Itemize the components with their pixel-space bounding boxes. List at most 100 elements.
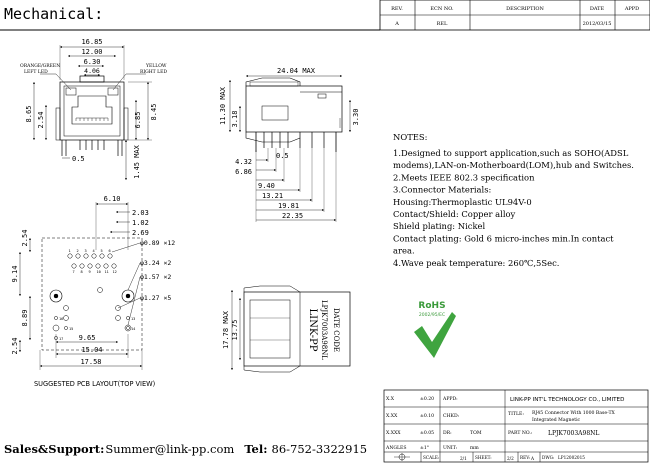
dim-9-65: 9.65 (79, 334, 96, 342)
appd-label: APPD: (442, 396, 458, 402)
pcb-pin-hole (79, 263, 85, 269)
pcb-pin-hole (103, 263, 109, 269)
dim-11-30-max: 11.30 MAX (219, 86, 227, 125)
note-line: Shield plating: Nickel (393, 221, 486, 231)
footer-colon-1: : (100, 442, 104, 456)
pcb-layout (19, 202, 143, 370)
page-title: Mechanical: (4, 5, 103, 23)
pcb-pin-hole (126, 316, 130, 320)
dim-pcb-2-54-bottom: 2.54 (11, 338, 19, 355)
unit-label: UNIT: (443, 445, 458, 451)
svg-text:Sales&Support:Summer@link-pp.c: Sales&Support:Summer@link-pp.comTel:86-7… (4, 442, 367, 456)
dim-4-32: 4.32 (235, 158, 252, 166)
title-value-2: Integrated Magnetic (532, 417, 581, 423)
scale-label: SCALE: (423, 455, 439, 460)
dim-13-21: 13.21 (262, 192, 283, 200)
dim-3-30: 3.30 (352, 109, 360, 126)
sheet-label: SHEET: (475, 455, 492, 460)
pcb-pin-hole (64, 326, 68, 330)
led-right-name: RIGHT LED (140, 69, 167, 75)
dim-side-0-5: 0.5 (276, 152, 289, 160)
notes: NOTES: 1.Designed to support application… (393, 132, 634, 268)
note-line: 1.Designed to support application,such a… (393, 148, 629, 158)
footer-email[interactable]: Summer@link-pp.com (105, 442, 234, 456)
rohs-sub: 2002/95/EC (419, 312, 445, 318)
dim-13-75: 13.75 (231, 319, 239, 340)
pcb-pin-number: 12 (113, 270, 117, 274)
dim-4-06: 4.06 (84, 67, 100, 75)
rev-row-date: 2012/03/15 (583, 21, 612, 27)
rev-value: A (530, 456, 535, 461)
pcb-pin-number: 14 (131, 327, 135, 331)
tol-0-label: X.X (386, 396, 395, 402)
rohs-badge: RoHS 2002/95/EC (412, 296, 456, 360)
pcb-pin-number: 13 (131, 317, 135, 321)
pcb-pin-number: 1 (69, 249, 71, 253)
note-line: 2.Meets IEEE 802.3 specification (393, 172, 535, 182)
pcb-pin-number: 5 (101, 249, 103, 253)
front-view (33, 45, 152, 180)
dim-8-65: 8.65 (25, 106, 33, 123)
header: Mechanical: (0, 5, 380, 31)
dim-6-30: 6.30 (84, 58, 101, 66)
rev-col-date: DATE (590, 6, 605, 12)
hole-1-27: φ1.27 ×5 (140, 294, 171, 302)
dim-12-00: 12.00 (81, 48, 102, 56)
note-line: 4.Wave peak temperature: 260℃,5Sec. (393, 258, 559, 268)
rev-label: REV: (520, 455, 530, 460)
rohs-label: RoHS (418, 301, 445, 311)
tol-3-value: ±1° (420, 445, 429, 451)
dim-9-40: 9.40 (258, 182, 275, 190)
tol-2-label: X.XXX (386, 430, 401, 436)
dim-1-45-max: 1.45 MAX (133, 144, 141, 179)
footer-tel[interactable]: 86-752-3322915 (272, 442, 368, 456)
pcb-pin-number: 9 (89, 270, 91, 274)
pcb-pin-hole (91, 253, 97, 259)
top-view-labels: 17.78 MAX 13.75 LINK-PP LPJK7003A98NL DA… (222, 300, 340, 360)
revision-table: REV. ECN NO. DESCRIPTION DATE APPD A REL… (379, 0, 650, 31)
pcb-pin-hole (83, 253, 89, 259)
dim-1-02: 1.02 (132, 219, 149, 227)
dim-8-89: 8.89 (21, 310, 29, 327)
pcb-pin-number: 2 (77, 249, 79, 253)
dim-6-85: 6.85 (134, 112, 142, 129)
dim-24-04-max: 24.04 MAX (277, 67, 316, 75)
check-icon (414, 312, 456, 358)
title-value-1: RJ45 Connector With 1000 Base-TX (532, 410, 616, 416)
note-line: area. (393, 246, 415, 256)
dim-3-18: 3.18 (231, 111, 239, 128)
front-view-labels: 16.85 12.00 6.30 4.06 8.65 2.54 6.85 8.4… (20, 38, 167, 179)
tol-0-value: ±0.20 (420, 396, 434, 402)
dr-value: TOM (470, 430, 482, 436)
dim-pcb-2-54-top: 2.54 (21, 230, 29, 247)
rev-row-rev: A (394, 21, 399, 27)
rev-row-ecn: REL (437, 21, 448, 27)
hole-1-57: φ1.57 ×2 (140, 273, 171, 281)
dim-8-45: 8.45 (150, 104, 158, 121)
pcb-pin-hole (71, 263, 77, 269)
side-view-labels: 24.04 MAX 11.30 MAX 3.18 3.30 0.5 4.32 6… (219, 67, 360, 220)
dim-2-69: 2.69 (132, 229, 149, 237)
pcb-pin-hole (67, 253, 73, 259)
note-line: Contact/Shield: Copper alloy (393, 209, 516, 219)
dim-17-58: 17.58 (80, 358, 101, 366)
pcb-pin-hole (126, 326, 130, 330)
pcb-pin-number: 11 (105, 270, 109, 274)
pcb-pin-number: 4 (93, 249, 95, 253)
pcb-pin-hole (75, 253, 81, 259)
part-value: LPJK7003A98NL (548, 430, 599, 437)
dim-15-04: 15.04 (81, 346, 102, 354)
rev-col-ecn: ECN NO. (430, 6, 454, 12)
note-line: 3.Connector Materials: (393, 185, 491, 195)
dim-2-54: 2.54 (37, 112, 45, 129)
part-label: PART NO.: (508, 430, 533, 436)
led-right-color: YELLOW (145, 63, 167, 69)
pcb-pin-hole (107, 253, 113, 259)
note-line: Contact plating: Gold 6 micro-inches min… (393, 233, 614, 243)
pcb-pin-number: 8 (81, 270, 83, 274)
pcb-pin-hole (111, 263, 117, 269)
pcb-pin-hole (99, 253, 105, 259)
rev-col-appd: APPD (624, 6, 639, 12)
pcb-pin-number: 10 (97, 270, 101, 274)
